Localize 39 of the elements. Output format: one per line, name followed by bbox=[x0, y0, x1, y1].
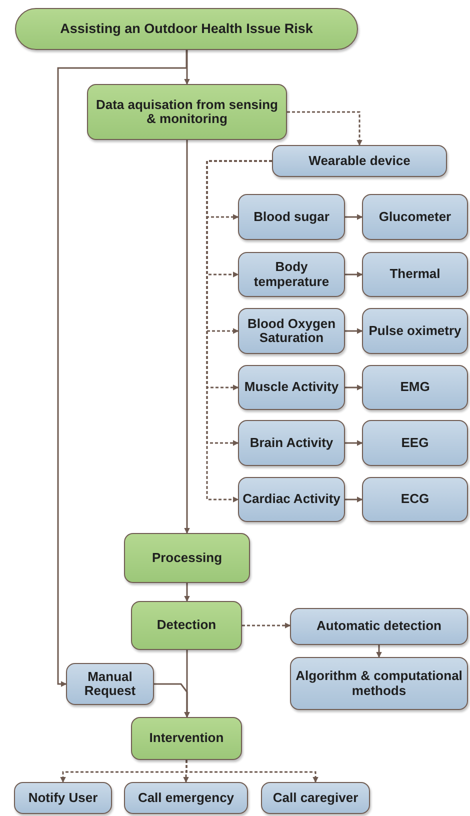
arrow bbox=[184, 140, 190, 534]
measure-box: Brain Activity bbox=[238, 420, 345, 466]
process-box: Detection bbox=[131, 601, 242, 650]
sensor-box: EMG bbox=[362, 365, 468, 410]
arrow bbox=[287, 111, 362, 146]
arrow bbox=[345, 496, 363, 502]
action-box: Call caregiver bbox=[261, 782, 370, 814]
arrow bbox=[184, 583, 190, 602]
arrow bbox=[345, 272, 363, 278]
request-box: Manual Request bbox=[66, 663, 154, 705]
arrow bbox=[154, 683, 190, 718]
arrow bbox=[242, 622, 291, 628]
method-box: Automatic detection bbox=[290, 608, 468, 645]
arrow bbox=[345, 328, 363, 334]
action-box: Call emergency bbox=[124, 782, 248, 814]
measure-box: Cardiac Activity bbox=[238, 477, 345, 522]
action-box: Notify User bbox=[14, 782, 112, 814]
title-pill: Assisting an Outdoor Health Issue Risk bbox=[15, 8, 358, 50]
arrow bbox=[376, 645, 382, 658]
sensor-box: Glucometer bbox=[362, 194, 468, 240]
arrow bbox=[57, 50, 188, 687]
process-box: Intervention bbox=[131, 717, 242, 760]
sensor-box: Thermal bbox=[362, 252, 468, 297]
method-box: Algorithm & computational methods bbox=[290, 657, 468, 710]
device-box: Wearable device bbox=[272, 145, 447, 177]
process-box: Processing bbox=[124, 533, 250, 583]
measure-box: Blood Oxygen Saturation bbox=[238, 308, 345, 354]
measure-box: Muscle Activity bbox=[238, 365, 345, 410]
sensor-box: ECG bbox=[362, 477, 468, 522]
arrow bbox=[184, 50, 190, 85]
sensor-box: EEG bbox=[362, 420, 468, 466]
measure-box: Body temperature bbox=[238, 252, 345, 297]
arrow bbox=[186, 760, 318, 783]
arrow bbox=[345, 384, 363, 390]
measure-box: Blood sugar bbox=[238, 194, 345, 240]
arrow bbox=[345, 214, 363, 220]
arrow bbox=[345, 440, 363, 446]
process-box: Data aquisation from sensing & monitoring bbox=[87, 84, 287, 140]
sensor-box: Pulse oximetry bbox=[362, 308, 468, 354]
